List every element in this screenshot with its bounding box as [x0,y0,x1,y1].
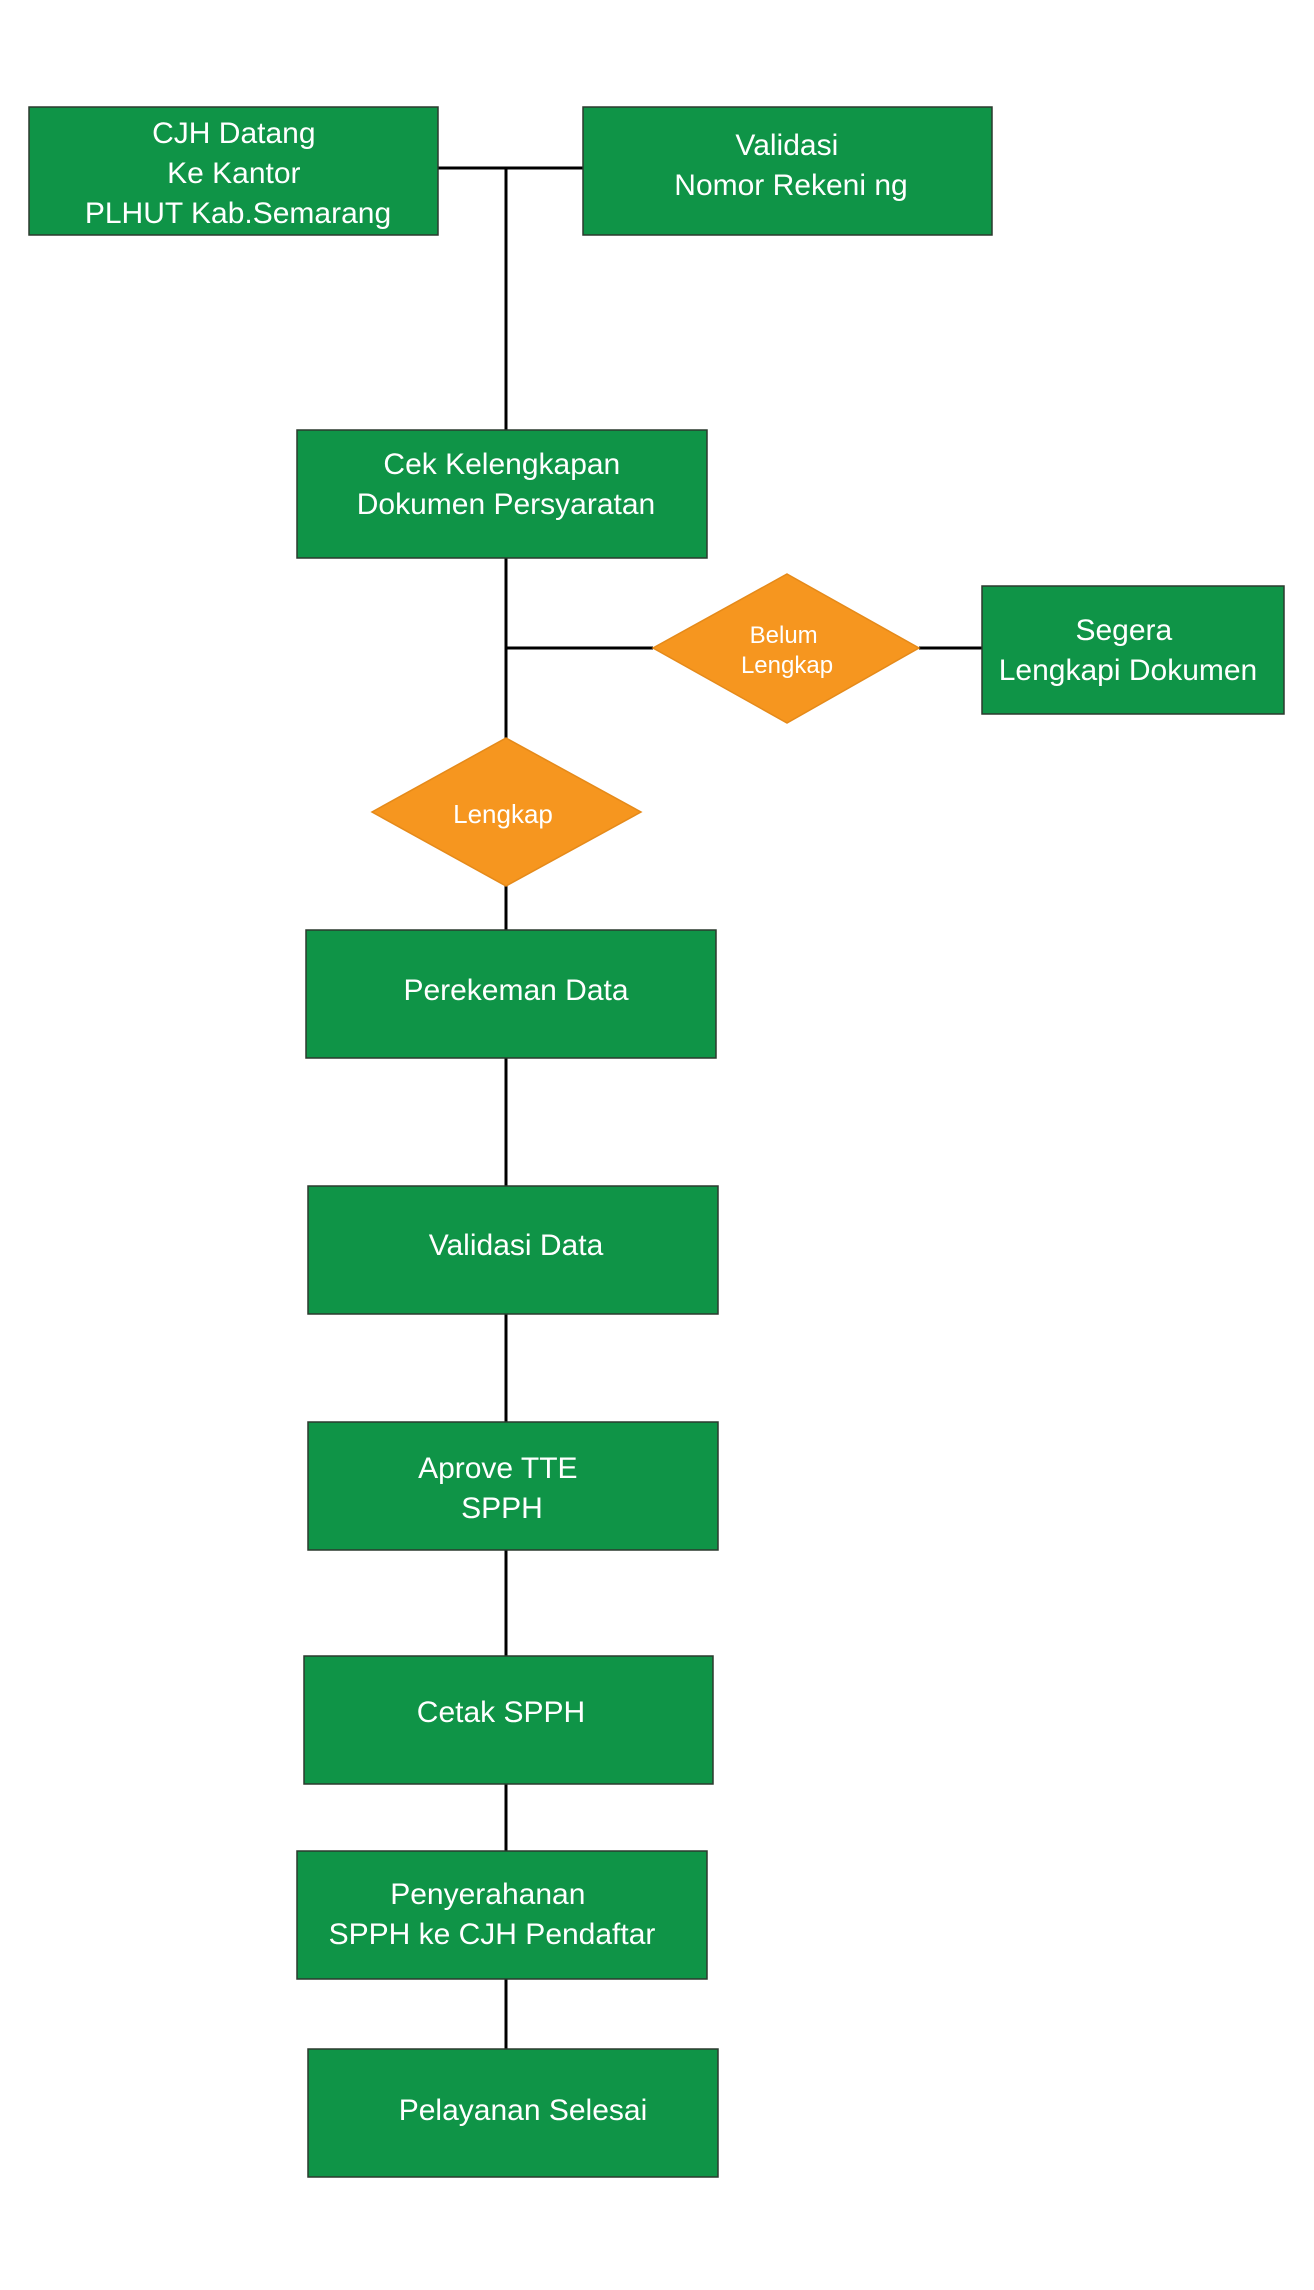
node-pelayanan-selesai: Pelayanan Selesai [307,2048,719,2178]
node-perekaman-data: Perekeman Data [305,929,717,1059]
process-box [303,1655,714,1785]
node-label: Cek Kelengkapan Dokumen Persyaratan [357,448,655,521]
node-label-line: SPPH [461,1492,543,1525]
node-label-line: Nomor Rekeni ng [674,169,907,202]
node-cek-kelengkapan: Cek Kelengkapan Dokumen Persyaratan [296,429,708,559]
node-label: Lengkap [453,799,553,829]
node-label: CJH Datang Ke Kantor PLHUT Kab.Semarang [85,117,391,230]
node-label-line: CJH Datang [152,117,315,150]
node-label-line: Cek Kelengkapan [383,448,620,481]
connectors [438,166,982,2049]
decision-belum-lengkap: Belum Lengkap [651,573,921,724]
process-box [307,1421,719,1551]
node-label: Pelayanan Selesai [399,2094,648,2127]
process-box [307,1185,719,1315]
process-box [582,106,993,236]
node-aprove-tte: Aprove TTE SPPH [307,1421,719,1551]
node-label-line: Lengkap [741,652,833,679]
process-box [305,929,717,1059]
decision-lengkap: Lengkap [370,737,643,887]
process-box [296,429,708,559]
node-label: Aprove TTE SPPH [418,1452,586,1525]
node-validasi-rekening: Validasi Nomor Rekeni ng [582,106,993,236]
node-label-line: Dokumen Persyaratan [357,488,655,521]
node-label: Segera Lengkapi Dokumen [999,614,1258,687]
node-label: Validasi Data [429,1229,604,1262]
node-label-line: Ke Kantor [167,157,300,190]
decision-diamond [651,573,921,724]
node-label: Belum Lengkap [741,622,833,679]
process-box [296,1850,708,1980]
node-label-line: Validasi [735,129,838,162]
node-label-line: Lengkapi Dokumen [999,654,1258,687]
node-cjh-datang: CJH Datang Ke Kantor PLHUT Kab.Semarang [28,106,439,236]
node-label-line: SPPH ke CJH Pendaftar [329,1918,656,1951]
node-label-line: Aprove TTE [418,1452,578,1485]
process-box [307,2048,719,2178]
node-penyerahan-spph: Penyerahanan SPPH ke CJH Pendaftar [296,1850,708,1980]
node-segera-lengkapi: Segera Lengkapi Dokumen [981,585,1285,715]
node-label-line: Penyerahanan [390,1878,585,1911]
node-label-line: Segera [1075,614,1172,647]
node-label-line: Belum [750,622,818,649]
decision-diamond [370,737,643,887]
node-label: Perekeman Data [403,974,628,1007]
node-label: Cetak SPPH [417,1696,585,1729]
node-cetak-spph: Cetak SPPH [303,1655,714,1785]
process-box [28,106,439,236]
node-label: Penyerahanan SPPH ke CJH Pendaftar [329,1878,656,1951]
node-validasi-data: Validasi Data [307,1185,719,1315]
node-label: Validasi Nomor Rekeni ng [674,129,907,202]
process-box [981,585,1285,715]
node-label-line: PLHUT Kab.Semarang [85,197,391,230]
